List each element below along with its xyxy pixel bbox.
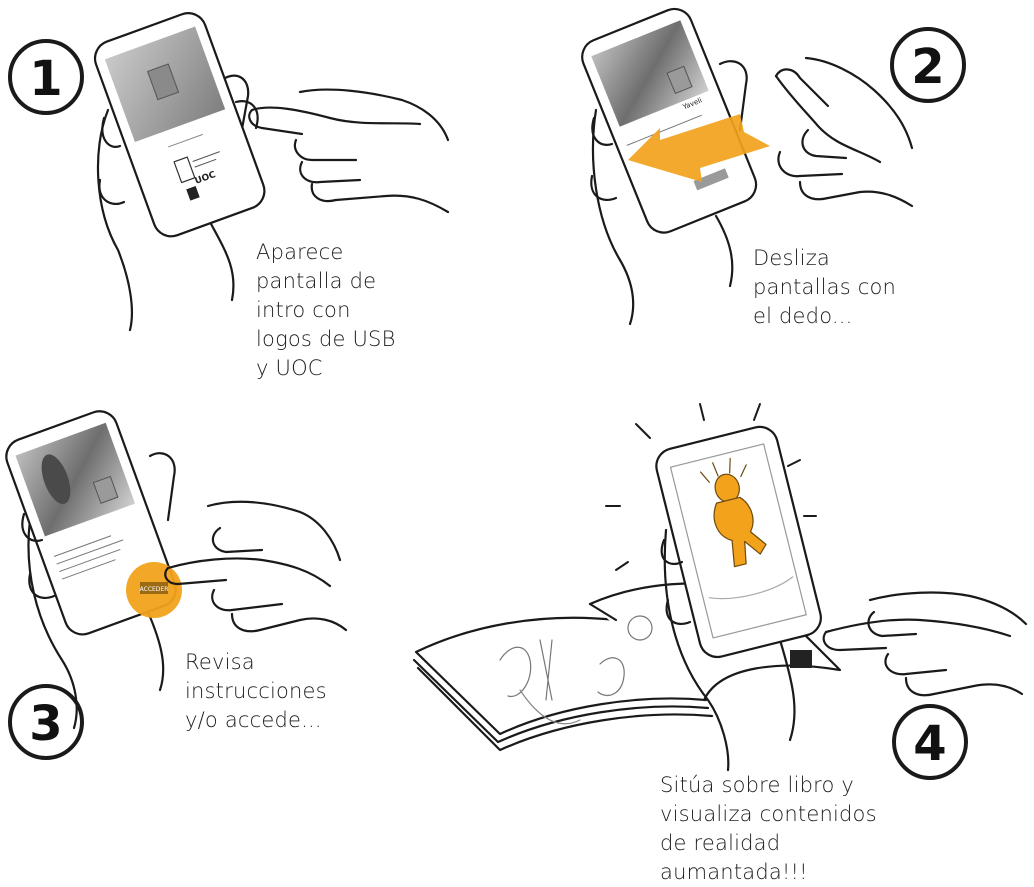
step-4-number: 4 (913, 716, 946, 772)
step-3-caption: Revisa instrucciones y/o accede... (185, 650, 327, 732)
ar-figure-icon (699, 457, 767, 568)
step-1-number: 1 (29, 51, 62, 107)
step-1-caption: Aparece pantalla de intro con logos de U… (256, 240, 396, 380)
step-2-badge (890, 27, 966, 103)
burst-lines (605, 403, 817, 571)
access-button-label: ACCEDER (140, 586, 169, 593)
step-2-panel: Yaveli 2 (581, 7, 966, 326)
step-3-badge (8, 684, 84, 760)
step-4-badge (892, 704, 968, 780)
hand-icon (96, 108, 133, 332)
step-3-panel: ACCEDER 3 (5, 410, 348, 760)
step-1-badge (8, 39, 84, 115)
finger-icon (248, 88, 450, 214)
finger-icon (164, 500, 348, 633)
step-4-caption: Sitúa sobre libro y visualiza contenidos… (660, 773, 877, 884)
step-1-panel: 1 UOC (8, 12, 450, 332)
finger-icon (822, 591, 1028, 697)
finger-icon (774, 56, 914, 208)
swipe-arrow-icon (628, 114, 770, 182)
step-2-caption: Desliza pantallas con el dedo... (753, 246, 897, 328)
step-2-number: 2 (911, 39, 944, 95)
phone-icon: Yaveli (581, 7, 758, 234)
phone-icon (655, 425, 822, 659)
phone-icon (93, 12, 266, 238)
step-4-panel: 4 (412, 403, 1028, 780)
step-3-number: 3 (29, 696, 62, 752)
